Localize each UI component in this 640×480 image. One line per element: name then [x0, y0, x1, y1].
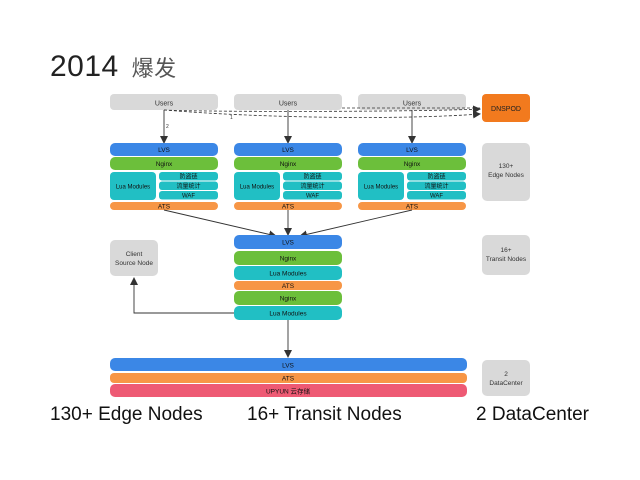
edge-lua-block: [110, 172, 156, 200]
edge-submodule-bar: [283, 181, 342, 190]
slide-title: 2014 爆发: [50, 50, 177, 84]
side-transit-count: 16+: [500, 247, 511, 254]
transit-lua2-label: Lua Modules: [269, 311, 307, 318]
edge-submodule-bar: [159, 191, 218, 200]
arrow-num-mid: 1: [230, 115, 233, 121]
edge-submodule-bar: [283, 191, 342, 200]
transit-client-arrow: [130, 277, 234, 314]
edge-lvs-bar: [234, 143, 342, 156]
dc-ats-label: ATS: [282, 376, 295, 383]
edge-lvs-label: LVS: [406, 147, 418, 154]
edge-ats-label: ATS: [158, 204, 171, 211]
arrow-num-left: 2: [166, 124, 169, 130]
datacenter-stack: LVS ATS UPYUN 云存储: [110, 358, 467, 397]
edge-lua-label: Lua Modules: [116, 185, 150, 191]
edge-submodule-label: 防盗链: [179, 173, 197, 181]
dns-arrow-2: [163, 109, 481, 119]
side-box-edge: 130+ Edge Nodes: [482, 143, 530, 201]
edge-submodule-bar: [407, 172, 466, 181]
edge-ats-label: ATS: [282, 204, 295, 211]
title-cn: 爆发: [131, 56, 177, 81]
edge-nginx-label: Nginx: [280, 161, 297, 168]
edge-nginx-bar: [110, 157, 218, 170]
users-box-1: Users: [110, 94, 218, 110]
edge-lua-block: [358, 172, 404, 200]
edge-submodule-bar: [283, 172, 342, 181]
edge-submodule-label: WAF: [430, 194, 443, 200]
edge-lua-block: [234, 172, 280, 200]
edge-ats-bar: [110, 202, 218, 210]
transit-ats-label: ATS: [282, 283, 295, 290]
dnspod-box: DNSPOD: [482, 94, 530, 122]
footer-edge: 130+ Edge Nodes: [50, 404, 203, 425]
edge-nginx-label: Nginx: [156, 161, 173, 168]
edge-ats-label: ATS: [406, 204, 419, 211]
users-box-3: Users: [358, 94, 466, 110]
edge-nginx-bar: [234, 157, 342, 170]
users-box-2: Users: [234, 94, 342, 110]
edge-transit-arrow-3: [299, 209, 413, 239]
client-source-node: Client Source Node: [110, 240, 158, 276]
edge-submodule-label: 防盗链: [303, 173, 321, 181]
users-label-2: Users: [279, 101, 298, 108]
edge-submodule-bar: [159, 172, 218, 181]
transit-nginx1-label: Nginx: [280, 256, 297, 263]
footer-transit: 16+ Transit Nodes: [247, 404, 402, 425]
side-edge-text: Edge Nodes: [488, 172, 525, 179]
edge-nginx-bar: [358, 157, 466, 170]
edge-submodule-label: 流量统计: [300, 182, 324, 190]
edge-lvs-label: LVS: [158, 147, 170, 154]
side-transit-text: Transit Nodes: [486, 256, 527, 263]
dnspod-label: DNSPOD: [491, 106, 521, 113]
source-node-label: Source Node: [115, 260, 153, 267]
side-box-transit: 16+ Transit Nodes: [482, 235, 530, 275]
edge-lvs-bar: [358, 143, 466, 156]
dc-lvs-label: LVS: [282, 363, 294, 370]
edge-submodule-bar: [407, 181, 466, 190]
edge-submodule-label: 防盗链: [427, 173, 445, 181]
edge-submodule-label: 流量统计: [424, 182, 448, 190]
side-dc-count: 2: [504, 371, 508, 378]
users-label-1: Users: [155, 101, 174, 108]
dc-storage-label: UPYUN 云存储: [266, 387, 311, 396]
edge-submodule-bar: [407, 191, 466, 200]
edge-submodule-label: WAF: [306, 194, 319, 200]
side-box-dc: 2 DataCenter: [482, 360, 530, 396]
edge-lvs-bar: [110, 143, 218, 156]
transit-lua1-label: Lua Modules: [269, 271, 307, 278]
edge-submodule-label: 流量统计: [176, 182, 200, 190]
transit-node-stack: LVS Nginx Lua Modules ATS Nginx Lua Modu…: [234, 235, 342, 320]
edge-nginx-label: Nginx: [404, 161, 421, 168]
edge-lua-label: Lua Modules: [364, 185, 398, 191]
edge-transit-arrow-1: [163, 209, 277, 239]
side-edge-count: 130+: [499, 163, 514, 170]
edge-lvs-label: LVS: [282, 147, 294, 154]
edge-submodule-bar: [159, 181, 218, 190]
title-year: 2014: [50, 50, 119, 83]
edge-ats-bar: [234, 202, 342, 210]
side-dc-text: DataCenter: [489, 380, 523, 387]
edge-lua-label: Lua Modules: [240, 185, 274, 191]
footer-dc: 2 DataCenter: [476, 404, 590, 425]
client-label: Client: [126, 251, 143, 258]
transit-lvs-label: LVS: [282, 240, 294, 247]
transit-nginx2-label: Nginx: [280, 296, 297, 303]
dns-arrow-1: [163, 105, 481, 114]
edge-ats-bar: [358, 202, 466, 210]
users-label-3: Users: [403, 101, 422, 108]
edge-submodule-label: WAF: [182, 194, 195, 200]
